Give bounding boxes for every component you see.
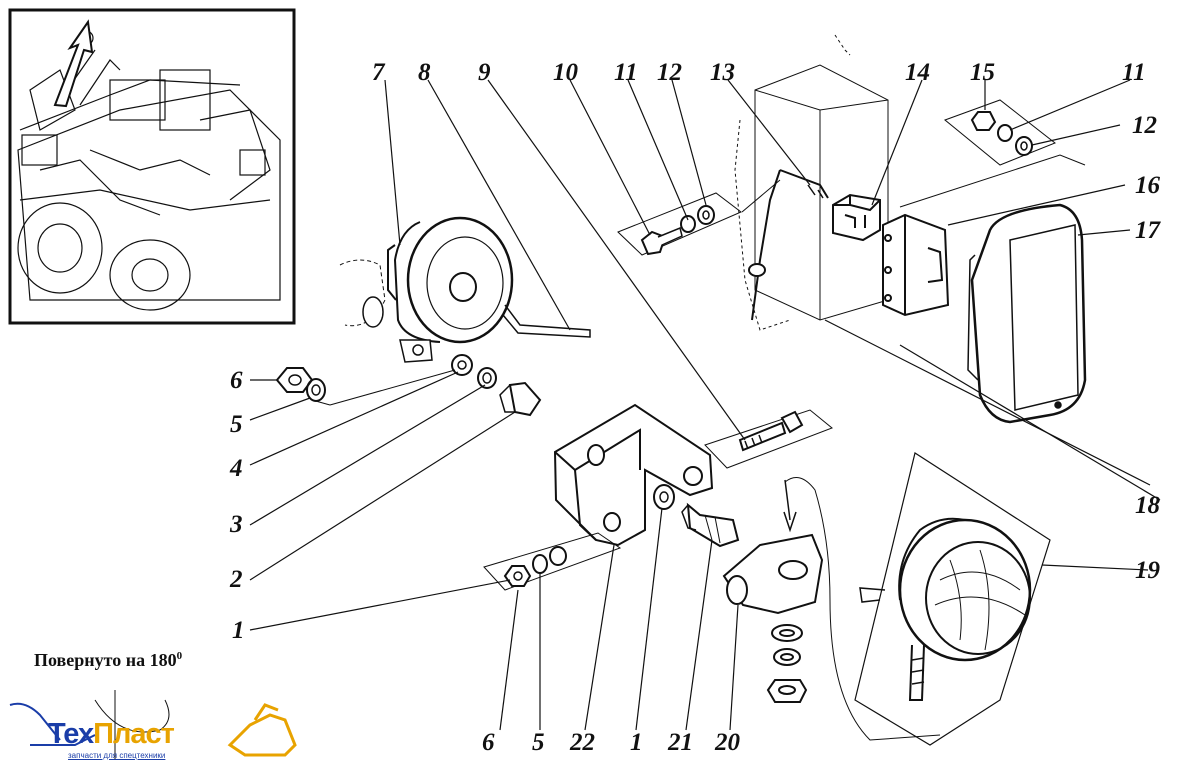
callout-6-upper: 6 xyxy=(230,367,243,394)
callout-5-upper: 5 xyxy=(230,411,243,438)
callout-8: 8 xyxy=(418,59,431,86)
caption-degree: 0 xyxy=(176,650,183,662)
bolt-10-set xyxy=(617,179,781,256)
callout-17: 17 xyxy=(1135,217,1162,244)
logo-name-part2: Пласт xyxy=(93,718,175,750)
lamp-bracket xyxy=(553,403,714,547)
callout-18: 18 xyxy=(1135,492,1161,519)
callout-1-left: 1 xyxy=(232,617,245,644)
callout-1-lower: 1 xyxy=(630,729,643,756)
callout-5-lower: 5 xyxy=(532,729,545,756)
callout-20: 20 xyxy=(714,729,741,756)
techplast-logo-graphic xyxy=(9,690,297,760)
callout-3: 3 xyxy=(229,511,243,538)
callout-15: 15 xyxy=(970,59,995,86)
callout-10: 10 xyxy=(553,59,579,86)
horn-fasteners xyxy=(275,354,542,417)
callout-13: 13 xyxy=(710,59,735,86)
callout-21: 21 xyxy=(667,729,693,756)
horn-signal xyxy=(339,216,591,363)
inset-machine-overview xyxy=(8,8,296,325)
work-lamp-19 xyxy=(854,452,1051,746)
callout-12-right: 12 xyxy=(1132,112,1157,139)
lower-fastener-set xyxy=(483,532,622,591)
callout-11-upper: 11 xyxy=(614,59,638,86)
callout-12-upper: 12 xyxy=(657,59,682,86)
connector-14 xyxy=(832,193,881,242)
callout-16: 16 xyxy=(1135,172,1161,199)
callout-7: 7 xyxy=(372,59,386,86)
callout-19: 19 xyxy=(1135,557,1161,584)
callout-9: 9 xyxy=(478,59,491,86)
leader-lines xyxy=(249,79,1161,731)
clamp-bracket-20 xyxy=(722,477,941,741)
mount-plate-16 xyxy=(882,154,1086,317)
callout-6-lower: 6 xyxy=(482,729,495,756)
bolt-9 xyxy=(704,409,833,469)
callout-14: 14 xyxy=(905,59,930,86)
techplast-logo-name: ТехПласт xyxy=(48,718,175,751)
callout-22: 22 xyxy=(569,729,595,756)
caption-text: Повернуто на 180 xyxy=(34,650,177,670)
techplast-logo-tagline: запчасти для спецтехники xyxy=(68,751,166,760)
callout-labels: 7 8 9 10 11 12 13 14 15 11 12 16 17 18 1… xyxy=(229,59,1162,756)
rotated-180-caption: Повернуто на 1800 xyxy=(34,650,182,671)
cable-13 xyxy=(748,169,1151,486)
callout-4: 4 xyxy=(229,455,243,482)
headlamp-17 xyxy=(967,203,1087,424)
logo-name-part1: Тех xyxy=(48,718,94,750)
bolt-and-washer-21 xyxy=(653,484,740,548)
callout-2: 2 xyxy=(229,566,243,593)
callout-11-right: 11 xyxy=(1122,59,1146,86)
nut-15-set xyxy=(944,99,1056,166)
